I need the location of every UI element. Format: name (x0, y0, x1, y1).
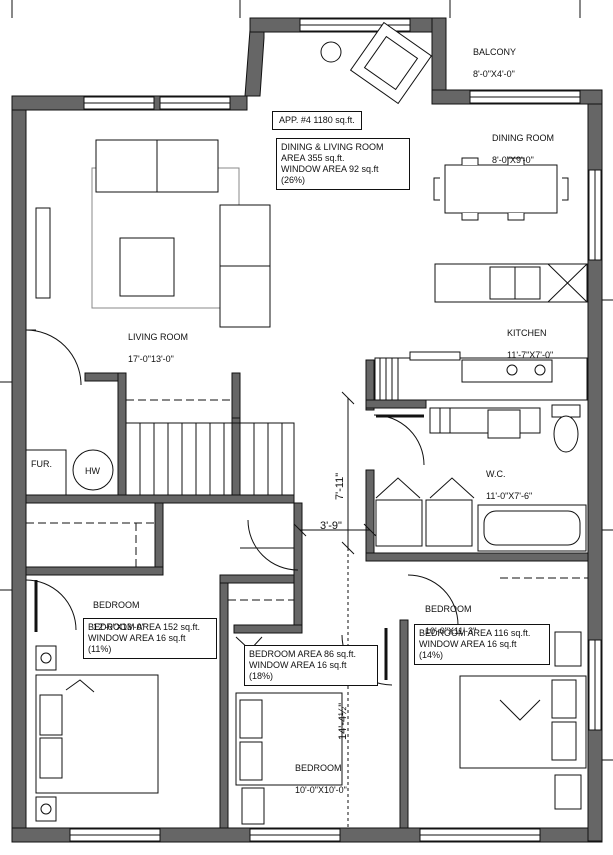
utility (25, 449, 114, 496)
dining-name: DINING ROOM (492, 133, 555, 143)
bedroom2-furniture (235, 636, 343, 825)
grid-ticks (0, 0, 613, 761)
bedroom1-size: 12'-0"X13'-0" (93, 622, 145, 632)
bedroom3-furniture (459, 631, 587, 810)
hall-length-dimension: 7'-11" (334, 472, 346, 500)
bedroom2-area-line3: (18%) (249, 671, 274, 681)
living-area-line2: AREA 355 sq.ft. (281, 153, 345, 163)
bedroom3-size: 10'-0"X11'-3" (425, 626, 477, 636)
living-area-box: DINING & LIVING ROOM AREA 355 sq.ft. WIN… (276, 138, 410, 190)
water-heater-label: HW (85, 466, 100, 476)
dimension-lines (240, 391, 377, 828)
bedroom3-area-line2: WINDOW AREA 16 sq.ft (419, 639, 517, 649)
living-area-line3: WINDOW AREA 92 sq.ft (281, 164, 379, 174)
bedroom1-area-line1: BEDROOM AREA 152 sq.ft. (88, 622, 201, 632)
bedroom2-size: 10'-0"X10'-0" (295, 785, 347, 795)
bedroom2-area-line2: WINDOW AREA 16 sq.ft (249, 660, 347, 670)
living-name: LIVING ROOM (128, 332, 189, 342)
bedroom3-name: BEDROOM (425, 604, 472, 614)
bathroom-fixtures (375, 404, 587, 552)
living-area-line4: (26%) (281, 175, 306, 185)
kitchen-name: KITCHEN (507, 328, 547, 338)
bedroom-length-dimension: 14'-4½" (337, 702, 349, 740)
kitchen-counter (374, 263, 588, 401)
bedroom3-area-line3: (14%) (419, 650, 444, 660)
windows (69, 18, 602, 842)
apartment-summary-box: APP. #4 1180 sq.ft. (272, 111, 362, 130)
wc-name: W.C. (486, 469, 506, 479)
bedroom2-area-box: BEDROOM AREA 86 sq.ft. WINDOW AREA 16 sq… (244, 645, 378, 686)
bedroom3-label: BEDROOM 10'-0"X11'-3" (420, 593, 476, 637)
apartment-summary: APP. #4 1180 sq.ft. (279, 115, 355, 125)
bedroom1-name: BEDROOM (93, 600, 140, 610)
bedroom1-area-line2: WINDOW AREA 16 sq.ft (88, 633, 186, 643)
balcony-label: BALCONY 8'-0"X4'-0" (468, 36, 516, 80)
bedroom3-area-box: BEDROOM AREA 116 sq.ft. WINDOW AREA 16 s… (414, 624, 550, 665)
furnace-label: FUR. (31, 459, 52, 469)
wc-label: W.C. 11'-0"X7'-6" (481, 458, 532, 502)
living-furniture (35, 139, 271, 328)
bedroom1-area-box: BEDROOM AREA 152 sq.ft. WINDOW AREA 16 s… (83, 618, 217, 659)
bedroom2-area-line1: BEDROOM AREA 86 sq.ft. (249, 649, 357, 659)
living-label: LIVING ROOM 17'-0"13'-0" (123, 321, 188, 365)
bedroom1-label: BEDROOM 12'-0"X13'-0" (88, 589, 145, 633)
kitchen-label: KITCHEN 11'-7"X7'-0" (502, 317, 553, 361)
wc-size: 11'-0"X7'-6" (486, 491, 533, 501)
bedroom1-area-line3: (11%) (88, 644, 112, 654)
bedroom2-label: BEDROOM 10'-0"X10'-0" (290, 752, 347, 796)
balcony-name: BALCONY (473, 47, 517, 57)
dining-table (433, 157, 569, 221)
doors (25, 329, 459, 686)
bedroom1-furniture (35, 645, 159, 822)
stairs (26, 399, 588, 601)
interior-walls (25, 359, 589, 829)
dining-size: 8'-0"X9'-0" (492, 155, 534, 165)
bedroom2-name: BEDROOM (295, 763, 342, 773)
living-size: 17'-0"13'-0" (128, 354, 174, 364)
balcony-chair (320, 21, 433, 105)
hall-width-dimension: 3'-9" (320, 520, 342, 532)
balcony-size: 8'-0"X4'-0" (473, 69, 515, 79)
bedroom3-area-line1: BEDROOM AREA 116 sq.ft. (419, 628, 531, 638)
dining-label: DINING ROOM 8'-0"X9'-0" (487, 122, 554, 166)
living-area-line1: DINING & LIVING ROOM (281, 142, 384, 152)
kitchen-size: 11'-7"X7'-0" (507, 350, 554, 360)
